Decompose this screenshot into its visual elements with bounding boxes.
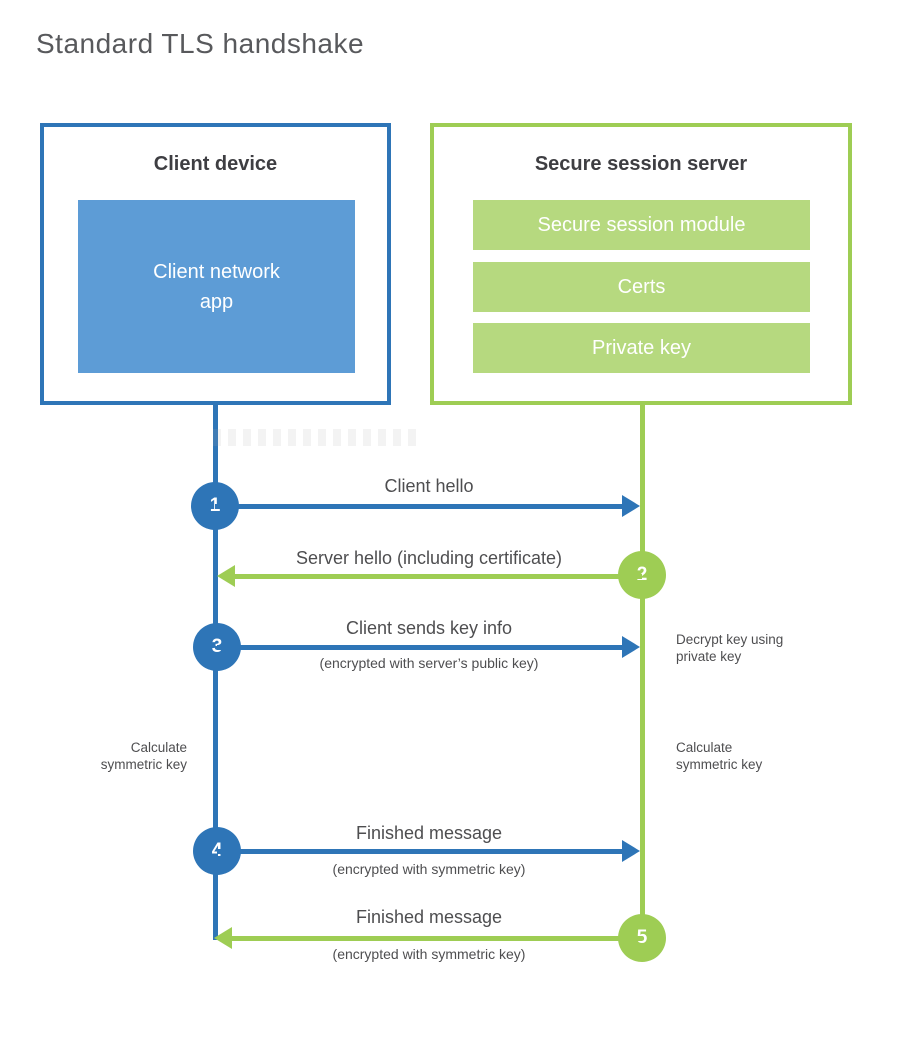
arrow-right-head-icon	[622, 840, 640, 862]
page-title: Standard TLS handshake	[36, 28, 365, 59]
note-calculate-symmetric-key-client: Calculate symmetric key	[100, 740, 187, 773]
arrow-right-head-icon	[622, 495, 640, 517]
arrow-right-head-icon	[622, 636, 640, 658]
arrow-server-hello	[233, 574, 642, 579]
secure-session-server-title: Secure session server	[534, 153, 748, 175]
server-module-certs: Certs	[473, 262, 810, 312]
arrow-finished-server	[230, 936, 642, 941]
sublabel-finished-server: (encrypted with symmetric key)	[332, 946, 526, 962]
label-finished-client: Finished message	[355, 823, 503, 843]
client-network-app-block: Client network app	[78, 200, 355, 373]
arrow-left-head-icon	[214, 927, 232, 949]
label-client-hello: Client hello	[384, 476, 474, 496]
server-module-secure-session-module: Secure session module	[473, 200, 810, 250]
arrow-finished-client	[217, 849, 624, 854]
sublabel-client-key-info: (encrypted with server’s public key)	[319, 655, 539, 671]
label-finished-server: Finished message	[355, 907, 503, 927]
server-module-private-key: Private key	[473, 323, 810, 373]
secure-session-server-box: Secure session server Secure session mod…	[430, 123, 852, 405]
server-lifeline	[640, 405, 645, 961]
note-calculate-symmetric-key-server: Calculate symmetric key	[676, 740, 763, 773]
label-client-key-info: Client sends key info	[345, 618, 513, 638]
client-lifeline	[213, 405, 218, 940]
client-device-box: Client device Client network app	[40, 123, 391, 405]
label-server-hello: Server hello (including certificate)	[295, 548, 563, 568]
note-decrypt-key: Decrypt key using private key	[676, 632, 784, 665]
arrow-client-hello	[215, 504, 624, 509]
arrow-left-head-icon	[217, 565, 235, 587]
client-device-title: Client device	[153, 153, 278, 175]
faint-watermark-artifact	[213, 429, 421, 446]
arrow-client-key-info	[217, 645, 624, 650]
sublabel-finished-client: (encrypted with symmetric key)	[332, 861, 526, 877]
